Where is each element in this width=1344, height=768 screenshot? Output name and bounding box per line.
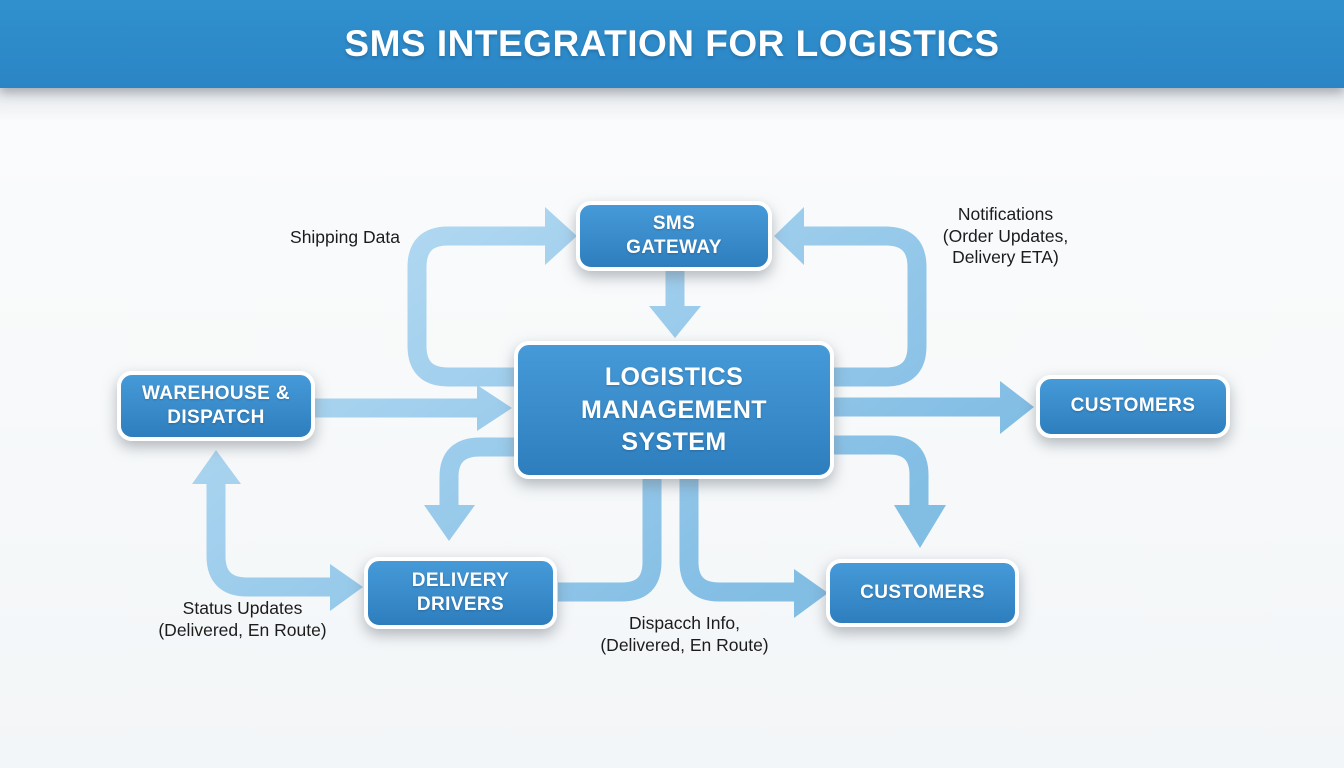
arrow-lms-to-customers-bottom-vertical (833, 435, 946, 548)
arrow-warehouse-to-lms (314, 385, 512, 431)
arrow-lms-to-sms-left-loop (407, 207, 577, 387)
arrow-warehouse-delivery-drivers-double (192, 450, 363, 611)
edge-label-dispatch-info: Dispacch Info, (Delivered, En Route) (600, 613, 769, 655)
arrow-lms-to-customers-bottom-elbow (679, 477, 828, 618)
page-title: SMS INTEGRATION FOR LOGISTICS (344, 23, 1000, 64)
node-logistics-management-system: LOGISTICS MANAGEMENT SYSTEM (514, 341, 834, 479)
arrow-lms-to-sms-right-loop (774, 207, 927, 387)
edge-label-shipping-data: Shipping Data (290, 227, 400, 247)
edge-label-notifications: Notifications (Order Updates, Delivery E… (942, 204, 1069, 268)
arrow-lms-to-delivery-drivers (424, 437, 514, 541)
title-banner: SMS INTEGRATION FOR LOGISTICS (0, 0, 1344, 88)
node-sms-gateway: SMS GATEWAY (576, 201, 772, 271)
arrow-sms-to-lms-down (649, 271, 701, 338)
arrow-lms-to-customers-right (833, 381, 1034, 434)
node-warehouse-dispatch: WAREHOUSE & DISPATCH (117, 371, 315, 441)
node-delivery-drivers: DELIVERY DRIVERS (364, 557, 557, 629)
node-customers-bottom: CUSTOMERS (826, 559, 1019, 627)
node-customers-right: CUSTOMERS (1036, 375, 1230, 438)
connector-delivery-drivers-to-lms (558, 477, 662, 602)
edge-label-status-updates: Status Updates (Delivered, En Route) (158, 598, 327, 640)
